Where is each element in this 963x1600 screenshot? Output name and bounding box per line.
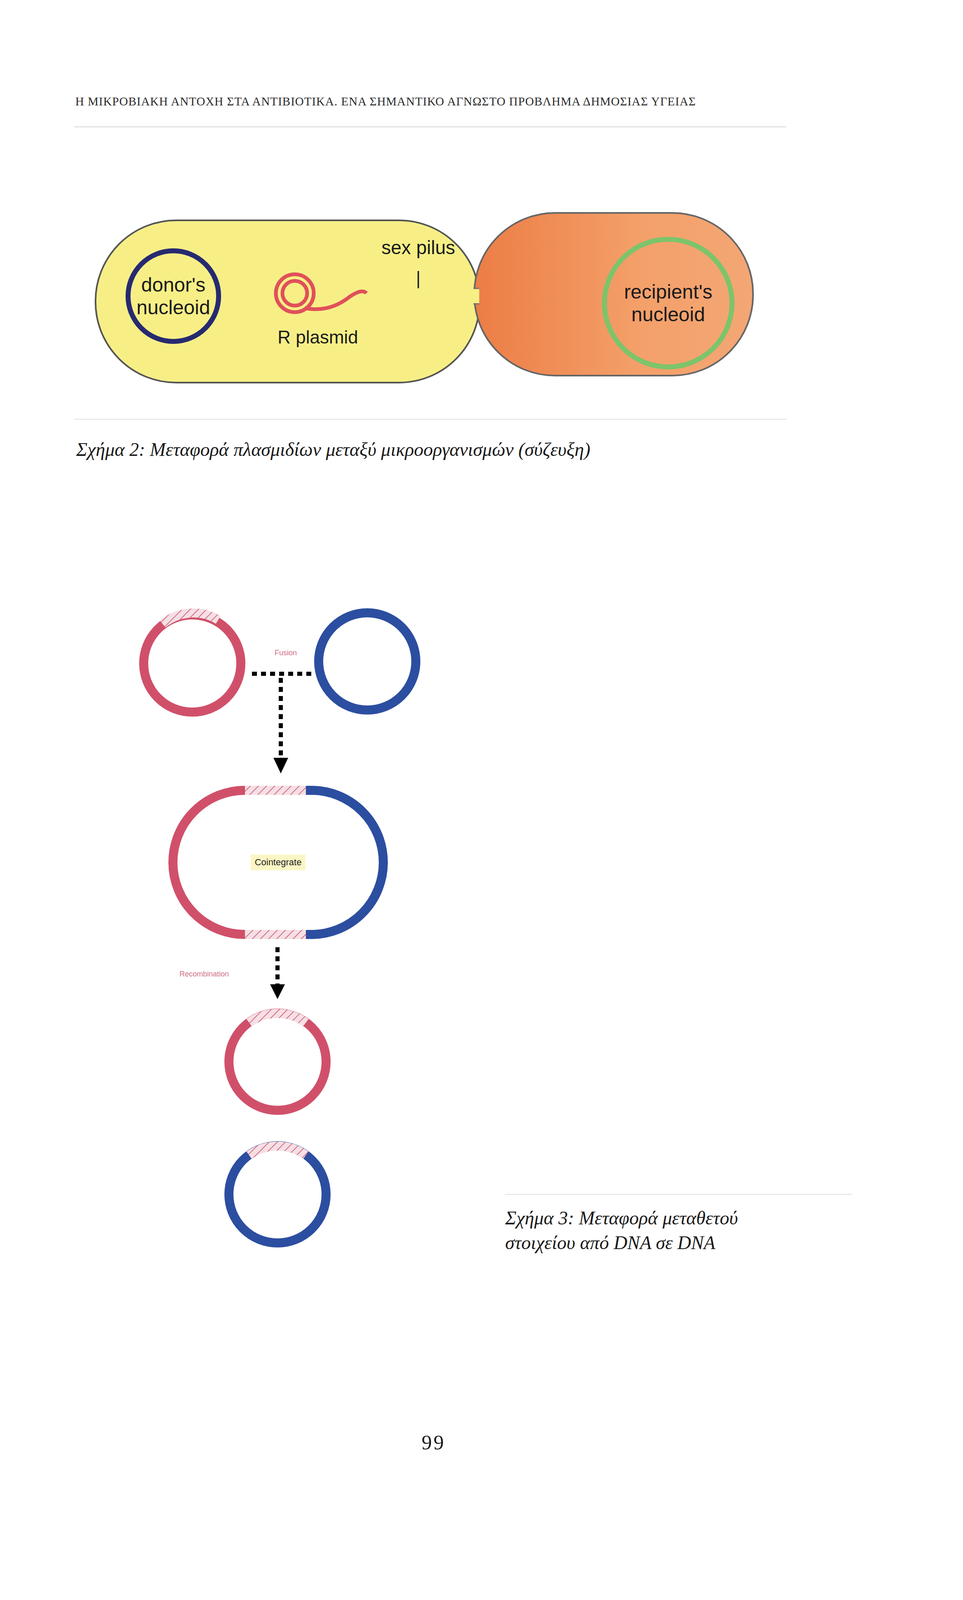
cointegrate-label: Cointegrate xyxy=(250,854,306,870)
figure-caption: Σχήμα 3: Μεταφορά μεταθετού στοιχείου απ… xyxy=(505,1205,753,1255)
target-with-transposon xyxy=(228,1145,327,1243)
part-label: sex pilus xyxy=(381,235,456,261)
donor-nucleoid: donor's nucleoid xyxy=(125,248,222,344)
nucleoid-label: donor's nucleoid xyxy=(135,273,212,319)
r-plasmid xyxy=(275,274,367,313)
page-number: 99 xyxy=(421,1428,446,1456)
figure-caption: Σχήμα 2: Μεταφορά πλασμιδίων μεταξύ μικρ… xyxy=(76,437,591,462)
target-dna xyxy=(318,612,416,710)
recipient-nucleoid: recipient's nucleoid xyxy=(601,236,735,370)
sex-pilus xyxy=(473,289,480,304)
step-label: Fusion xyxy=(274,648,297,658)
nucleoid-outline xyxy=(601,236,735,370)
donor-plasmid xyxy=(143,614,241,712)
running-header: Η ΜΙΚΡΟΒΙΑΚΗ ΑΝΤΟΧΗ ΣΤΑ ΑΝΤΙΒΙΟΤΙΚΑ. ΕΝΑ… xyxy=(75,93,696,110)
restored-plasmid xyxy=(228,1012,327,1110)
nucleoid-outline xyxy=(125,248,222,344)
nucleoid-label: recipient's nucleoid xyxy=(615,280,722,326)
recipient-cell xyxy=(474,212,754,376)
cointegrate-dna: Cointegrate xyxy=(168,785,388,939)
donor-cell xyxy=(95,220,480,383)
part-label: R plasmid xyxy=(277,325,359,349)
step-label: Recombination xyxy=(179,969,229,979)
